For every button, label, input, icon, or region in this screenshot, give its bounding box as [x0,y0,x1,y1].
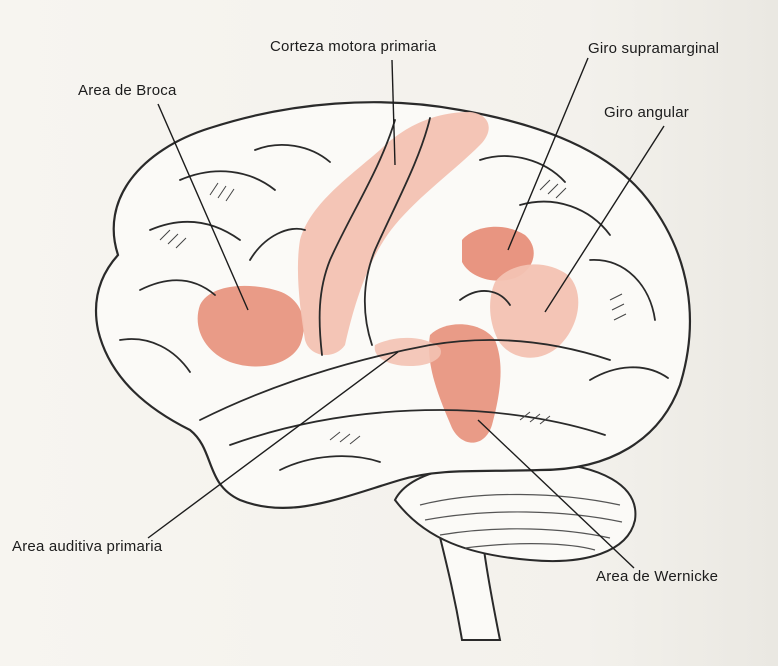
label-broca-area: Area de Broca [78,82,177,99]
label-primary-auditory-area: Area auditiva primaria [12,538,162,555]
label-wernicke-area: Area de Wernicke [596,568,718,585]
label-primary-motor-cortex: Corteza motora primaria [270,38,436,55]
label-angular-gyrus: Giro angular [604,104,689,121]
label-supramarginal-gyrus: Giro supramarginal [588,40,719,57]
